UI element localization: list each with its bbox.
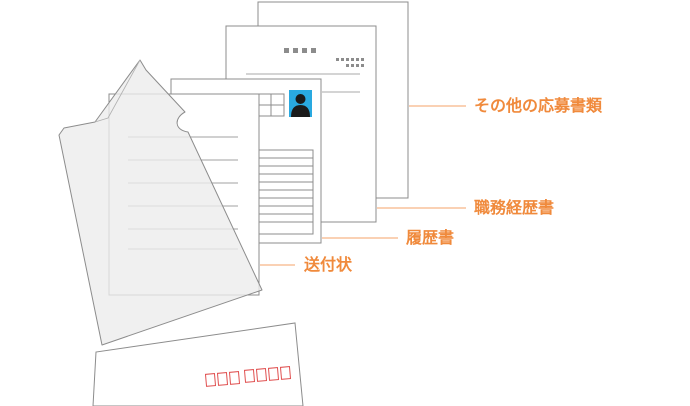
label-cover-letter: 送付状	[304, 255, 353, 274]
resume-history-table	[257, 149, 314, 235]
envelope	[92, 322, 304, 406]
career-history-title-marks	[284, 48, 316, 53]
label-resume: 履歴書	[406, 228, 455, 247]
label-other-documents: その他の応募書類	[474, 96, 603, 115]
label-career-history: 職務経歴書	[474, 198, 555, 217]
postal-code-boxes	[204, 366, 292, 387]
clear-file-folder	[58, 59, 263, 346]
leader-lines	[260, 105, 466, 266]
career-history-date-marks	[336, 58, 364, 67]
person-silhouette-icon	[291, 94, 310, 117]
